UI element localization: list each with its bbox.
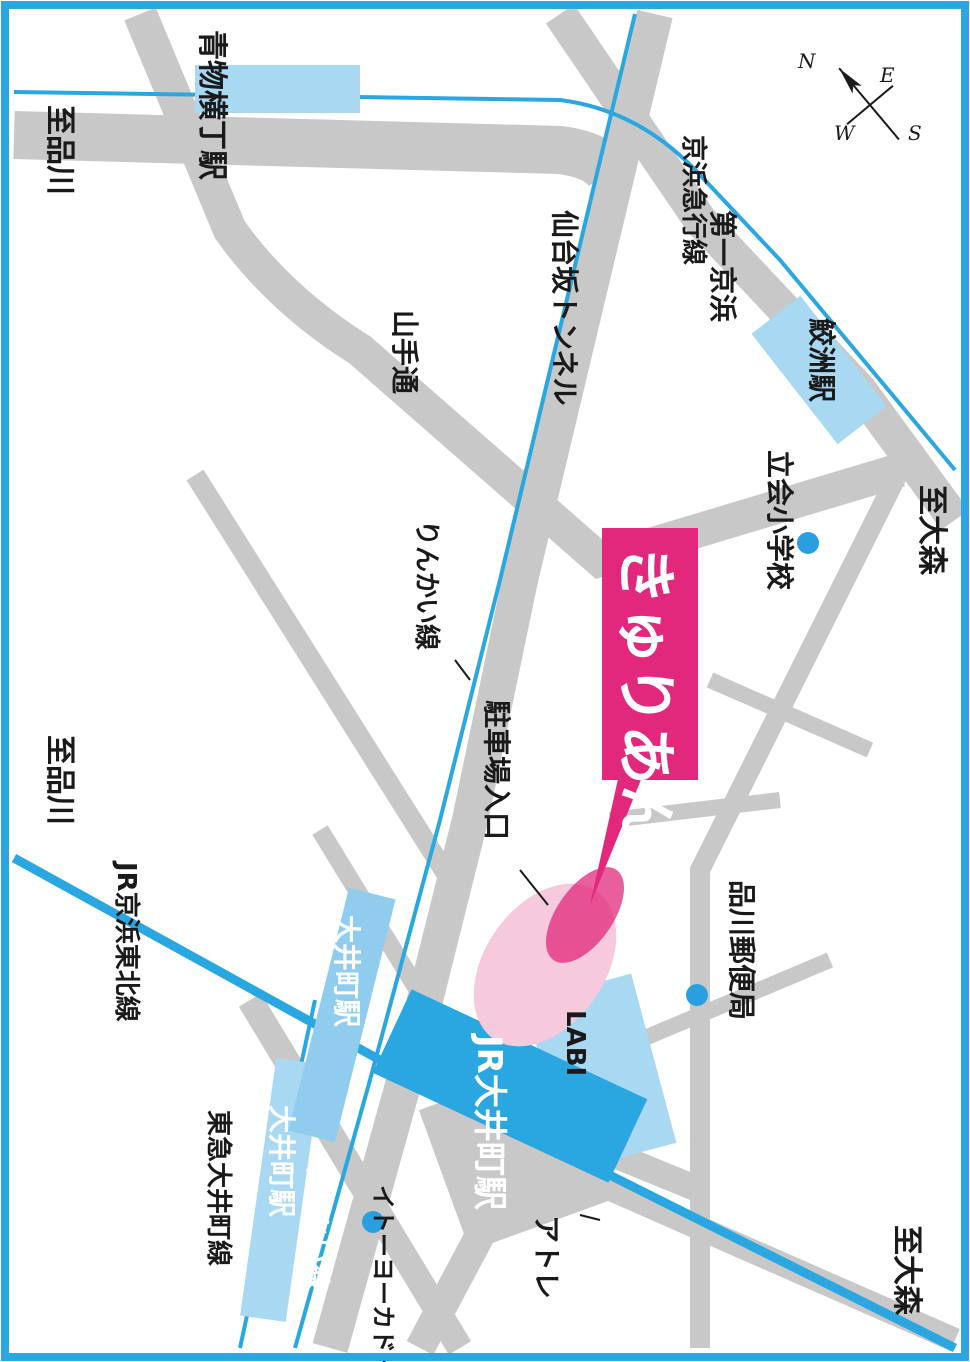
rail-keikyu — [13, 90, 957, 472]
compass-n-label: N — [797, 49, 817, 73]
label-station-samezu: 鮫洲駅 — [805, 318, 838, 402]
label-station-tokyu-oimachi: 大井町駅 — [265, 1105, 298, 1217]
station-aomono-box — [195, 65, 360, 113]
label-labi: LABI — [560, 1010, 590, 1076]
label-post-office: 品川郵便局 — [725, 880, 758, 1020]
station-samezu-box — [751, 295, 887, 445]
road-right-2 — [706, 672, 874, 758]
post-office-dot — [686, 984, 708, 1006]
map-labels: 青物横丁駅 鮫洲駅 大井町駅 大井町駅 JR大井町駅 京浜急行線 りんかい線 り… — [42, 30, 949, 1362]
destination-callout-pointer — [590, 770, 645, 905]
rinkai-leader-line — [454, 659, 471, 681]
label-road-sendaizaka: 仙台坂トンネル — [548, 210, 581, 405]
ito-yokado-dot — [362, 1211, 384, 1233]
label-rail-keikyu: 京浜急行線 — [678, 135, 709, 265]
rail-rinkai — [293, 13, 637, 1349]
parking-leader-line — [519, 869, 549, 906]
label-to-omori-right: 至大森 — [914, 485, 949, 576]
road-yamate-dori — [124, 7, 905, 579]
compass-e-label: E — [879, 63, 895, 87]
label-station-rinkai-oimachi: 大井町駅 — [330, 915, 363, 1027]
road-sendaizaka — [312, 9, 673, 1353]
label-rail-rinkai-station: りんかい線 — [301, 1160, 332, 1290]
label-destination: きゅりあん — [610, 545, 680, 845]
compass-s-label: S — [908, 121, 922, 145]
road-right-4 — [636, 952, 834, 1048]
label-rail-tokyu-oimachi: 東急大井町線 — [203, 1110, 234, 1266]
label-station-aomono: 青物横丁駅 — [194, 30, 229, 180]
label-ito-yokado: イトーヨーカドー — [369, 1185, 397, 1362]
label-to-shinagawa-mid: 至品川 — [42, 735, 77, 825]
compass-ew-line — [846, 84, 894, 126]
label-road-daiichi-keihin: 第一京浜 — [706, 210, 739, 322]
label-to-omori-bottom: 至大森 — [889, 1225, 924, 1316]
compass-arrow-icon — [839, 68, 862, 94]
label-school: 立会小学校 — [763, 450, 796, 591]
label-rail-rinkai: りんかい線 — [411, 520, 442, 650]
atre-leader-line — [579, 1214, 601, 1221]
label-parking-entrance: 駐車場入口 — [480, 700, 513, 840]
road-right-3 — [609, 792, 781, 828]
compass — [838, 67, 900, 141]
road-bottom-left-1 — [238, 993, 472, 1355]
parking-entrance-area — [545, 867, 625, 963]
station-jr-oimachi-box — [372, 989, 648, 1183]
destination-callout-box — [602, 528, 698, 780]
label-road-yamate: 山手通 — [388, 310, 421, 394]
label-to-shinagawa-top: 至品川 — [42, 105, 77, 195]
school-dot — [797, 532, 819, 554]
compass-w-label: W — [834, 121, 856, 145]
label-rail-keihin-tohoku: JR京浜東北線 — [111, 860, 142, 1022]
road-left-diag-1 — [186, 469, 459, 886]
label-station-jr-oimachi: JR大井町駅 — [469, 1033, 509, 1210]
label-atre: アトレ — [530, 1215, 563, 1299]
station-rinkai-oimachi-box — [288, 887, 396, 1143]
